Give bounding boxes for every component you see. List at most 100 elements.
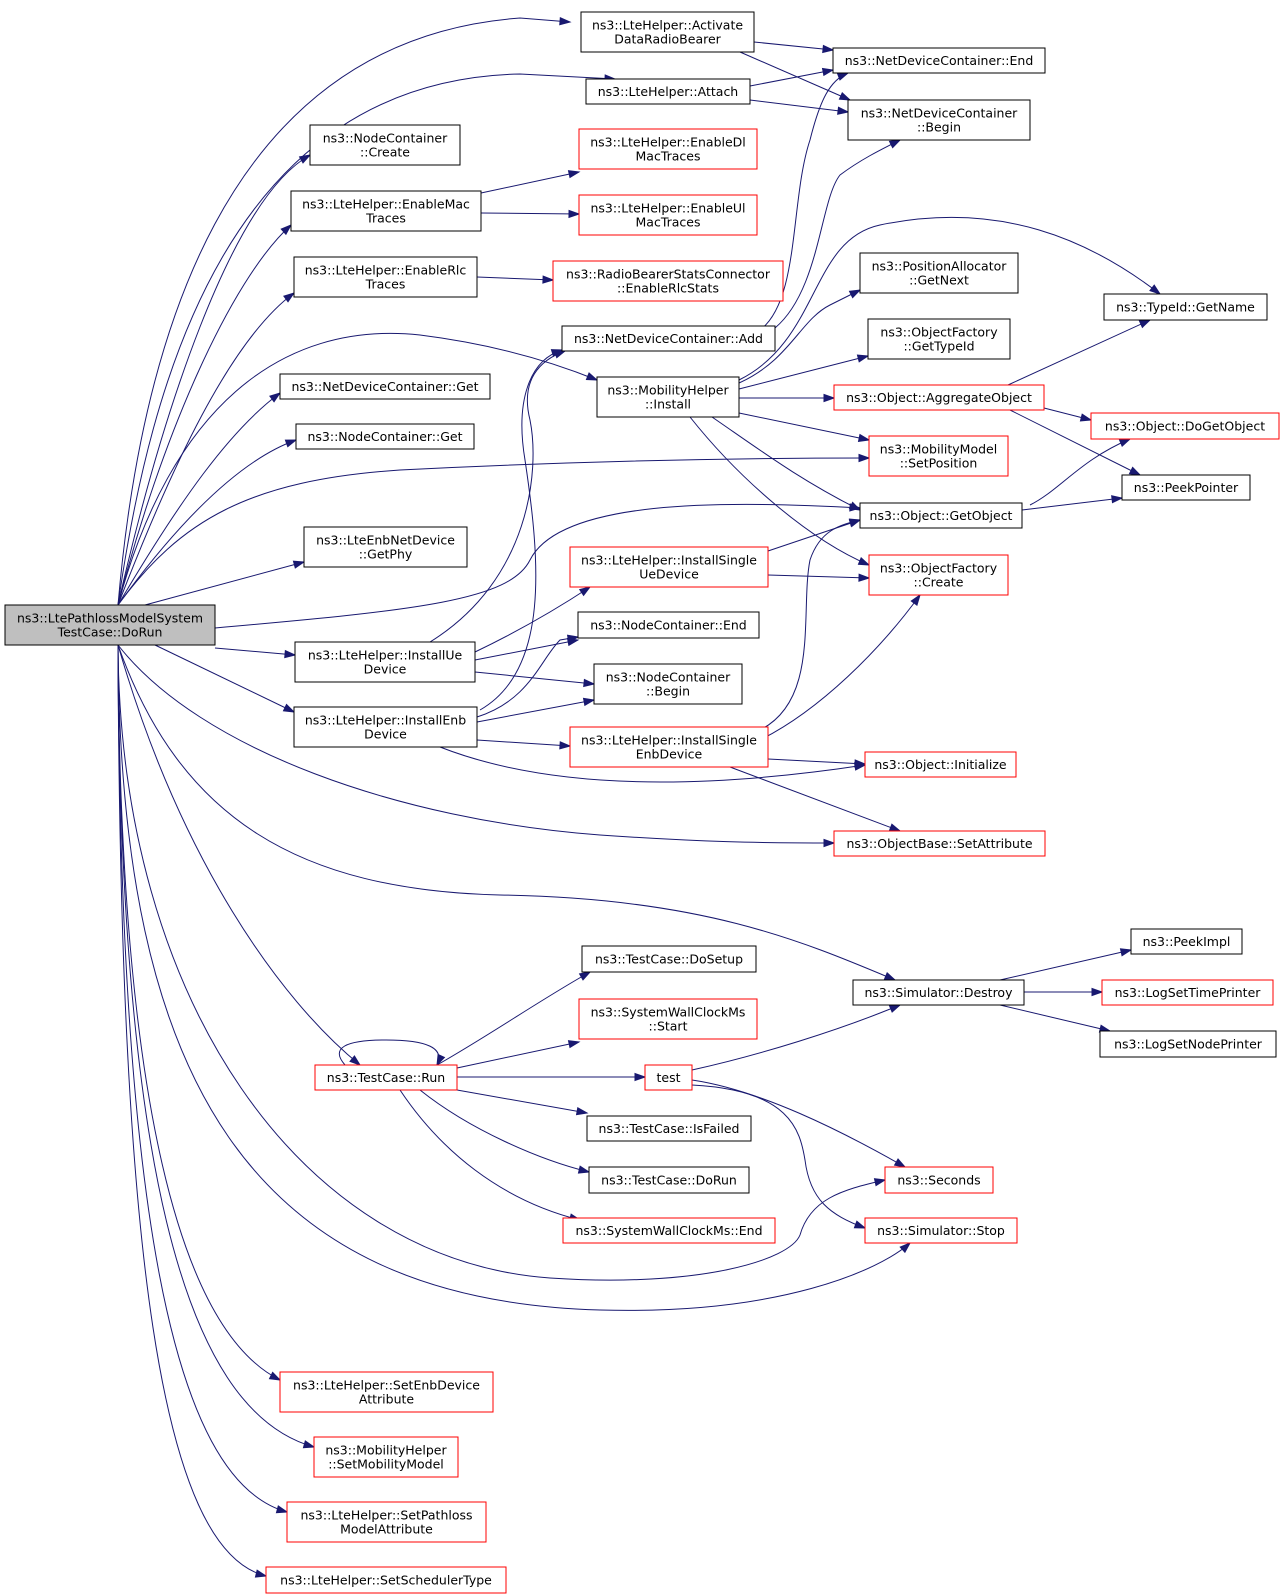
node-tc-run[interactable]: ns3::TestCase::Run [314, 1064, 458, 1091]
edge-mh_install-to-typeid_getname [738, 216, 1162, 381]
node-rbsc[interactable]: ns3::RadioBearerStatsConnector::EnableRl… [552, 260, 784, 302]
node-label: ns3::Simulator::Stop [877, 1223, 1005, 1238]
node-box [569, 546, 769, 588]
node-tc-isfailed[interactable]: ns3::TestCase::IsFailed [586, 1115, 752, 1142]
node-nc-begin[interactable]: ns3::NodeContainer::Begin [593, 663, 743, 705]
node-label: ns3::LteHelper::EnableDl [590, 135, 746, 150]
node-box [294, 641, 476, 683]
edge-mh_install-to-getobject [711, 416, 862, 511]
node-test[interactable]: test [644, 1064, 693, 1091]
edge-enable_mac-to-enable_dl [480, 170, 581, 194]
node-box [569, 726, 769, 768]
edge-root-to-sim_stop [117, 644, 912, 1311]
node-label: ns3::TestCase::Run [327, 1070, 445, 1085]
edge-getobject-to-dogetobject [1029, 438, 1132, 506]
node-set-mob-model[interactable]: ns3::MobilityHelper::SetMobilityModel [313, 1436, 459, 1478]
node-aggregate[interactable]: ns3::Object::AggregateObject [833, 384, 1045, 411]
node-lognode[interactable]: ns3::LogSetNodePrinter [1099, 1030, 1277, 1058]
node-typeid-getname[interactable]: ns3::TypeId::GetName [1103, 293, 1268, 321]
node-label: ns3::LteHelper::InstallSingle [581, 553, 757, 568]
edge-root-to-mm_setpos [117, 453, 871, 606]
edge-activate-to-ndc_end [753, 41, 835, 54]
node-box [279, 373, 491, 400]
node-box [1101, 979, 1274, 1006]
node-swc-end[interactable]: ns3::SystemWallClockMs::End [562, 1217, 776, 1244]
node-nc-create[interactable]: ns3::NodeContainer::Create [309, 124, 461, 166]
node-label: ::SetPosition [900, 456, 978, 471]
edge-single_enb-to-obj_init [767, 758, 867, 768]
node-dogetobject[interactable]: ns3::Object::DoGetObject [1090, 412, 1280, 440]
node-setattr[interactable]: ns3::ObjectBase::SetAttribute [833, 830, 1046, 857]
node-pa-getnext[interactable]: ns3::PositionAllocator::GetNext [859, 252, 1019, 294]
node-obj-init[interactable]: ns3::Object::Initialize [864, 751, 1017, 778]
node-label: DataRadioBearer [614, 32, 721, 47]
node-sim-destroy[interactable]: ns3::Simulator::Destroy [852, 979, 1025, 1006]
node-label: ns3::LteHelper::InstallUe [308, 648, 463, 663]
node-tc-dorun[interactable]: ns3::TestCase::DoRun [588, 1166, 750, 1194]
node-box [561, 325, 776, 352]
node-ndc-get[interactable]: ns3::NetDeviceContainer::Get [279, 373, 491, 400]
node-nc-end[interactable]: ns3::NodeContainer::End [577, 611, 760, 639]
edge-root-to-install_ue [214, 647, 297, 659]
node-peekpointer[interactable]: ns3::PeekPointer [1121, 474, 1251, 501]
node-getobject[interactable]: ns3::Object::GetObject [859, 502, 1023, 529]
node-of-gettypeid[interactable]: ns3::ObjectFactory::GetTypeId [867, 318, 1011, 360]
node-swc-start[interactable]: ns3::SystemWallClockMs::Start [578, 998, 758, 1040]
node-ndc-begin[interactable]: ns3::NetDeviceContainer::Begin [847, 99, 1031, 141]
node-label: ns3::MobilityModel [880, 442, 997, 457]
node-label: ns3::TestCase::DoSetup [595, 952, 743, 967]
node-logtime[interactable]: ns3::LogSetTimePrinter [1101, 979, 1274, 1006]
node-nc-get[interactable]: ns3::NodeContainer::Get [295, 423, 475, 450]
node-mm-setpos[interactable]: ns3::MobilityModel::SetPosition [868, 435, 1009, 477]
node-label: ns3::ObjectFactory [880, 561, 998, 576]
node-box [847, 99, 1031, 141]
node-label: EnbDevice [636, 747, 703, 762]
node-label: ns3::ObjectFactory [880, 325, 998, 340]
node-of-create[interactable]: ns3::ObjectFactory::Create [868, 554, 1009, 596]
edge-sim_destroy-to-logtime [1024, 987, 1104, 997]
edge-mh_install-to-pa_getnext [738, 289, 862, 384]
node-seconds[interactable]: ns3::Seconds [884, 1166, 994, 1194]
node-box [596, 376, 740, 418]
node-label: ns3::MobilityHelper [607, 383, 729, 398]
node-sim-stop[interactable]: ns3::Simulator::Stop [864, 1217, 1018, 1244]
node-label: ns3::LteHelper::SetEnbDevice [293, 1378, 480, 1393]
node-peekimpl[interactable]: ns3::PeekImpl [1130, 928, 1243, 955]
node-label: ::SetMobilityModel [328, 1457, 444, 1472]
node-mh-install[interactable]: ns3::MobilityHelper::Install [596, 376, 740, 418]
edge-enable_mac-to-enable_ul [480, 209, 581, 219]
edge-root-to-getphy [144, 560, 306, 606]
node-ndc-add[interactable]: ns3::NetDeviceContainer::Add [561, 325, 776, 352]
node-box [585, 78, 751, 105]
node-label: ::Begin [917, 120, 961, 135]
node-set-sched[interactable]: ns3::LteHelper::SetSchedulerType [265, 1566, 507, 1594]
node-attach[interactable]: ns3::LteHelper::Attach [585, 78, 751, 105]
edge-enable_rlc-to-rbsc [476, 275, 555, 284]
node-label: ns3::PositionAllocator [872, 259, 1008, 274]
edge-mh_install-to-aggregate [739, 393, 836, 403]
node-label: Traces [365, 211, 406, 226]
node-getphy[interactable]: ns3::LteEnbNetDevice::GetPhy [303, 526, 468, 568]
node-tc-dosetup[interactable]: ns3::TestCase::DoSetup [581, 945, 757, 973]
node-set-pathloss[interactable]: ns3::LteHelper::SetPathlossModelAttribut… [286, 1501, 487, 1543]
node-label: ns3::Object::DoGetObject [1105, 419, 1265, 434]
edge-root-to-install_enb [154, 644, 296, 713]
node-label: ::Create [914, 575, 964, 590]
node-box [859, 252, 1019, 294]
node-label: ns3::LogSetNodePrinter [1114, 1037, 1263, 1052]
node-root[interactable]: ns3::LtePathlossModelSystemTestCase::DoR… [4, 604, 216, 646]
node-ndc-end[interactable]: ns3::NetDeviceContainer::End [832, 47, 1046, 74]
edge-aggregate-to-peekpointer [1009, 409, 1142, 476]
edge-tc_run-to-swc_start [456, 1040, 581, 1069]
edge-root-to-nc_get [117, 439, 298, 606]
